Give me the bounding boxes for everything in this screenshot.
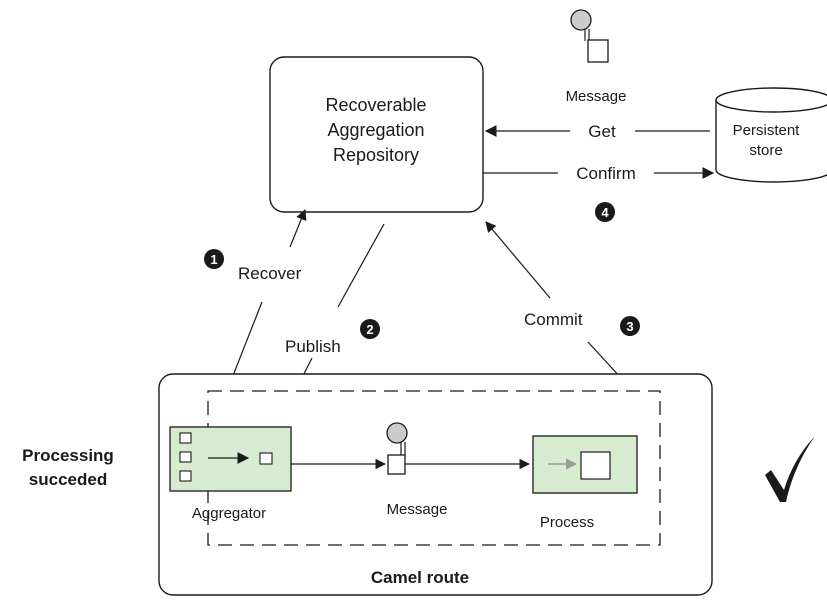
repository-label-line2: Aggregation — [327, 120, 424, 140]
recover-label: Recover — [238, 264, 302, 283]
step-number-2: 2 — [366, 322, 373, 337]
get-arrow: Get — [484, 122, 710, 141]
processing-label-line2: succeded — [29, 470, 107, 489]
get-label: Get — [588, 122, 616, 141]
step-badge-3: 3 — [620, 316, 640, 336]
confirm-arrow: Confirm — [483, 164, 715, 183]
camel-route-container: Camel route — [158, 373, 713, 596]
message-label-top: Message — [566, 88, 627, 105]
checkmark-icon — [765, 436, 815, 502]
envelope-icon — [386, 422, 408, 475]
repository-label-line3: Repository — [333, 145, 419, 165]
step-badge-4: 4 — [595, 202, 615, 222]
process-component: Process — [532, 435, 638, 531]
publish-label: Publish — [285, 337, 341, 356]
aggregator-component: Aggregator — [169, 426, 292, 522]
repository-box: Recoverable Aggregation Repository — [269, 56, 484, 213]
process-label: Process — [540, 514, 594, 531]
commit-arrow: Commit — [485, 221, 634, 392]
store-label-line1: Persistent — [733, 122, 801, 139]
step-number-3: 3 — [626, 319, 633, 334]
store-label-line2: store — [749, 142, 782, 159]
aggregator-label: Aggregator — [192, 505, 266, 522]
step-badge-2: 2 — [360, 319, 380, 339]
message-label-route: Message — [387, 501, 448, 518]
persistent-store-cylinder: Persistent store — [715, 87, 827, 183]
commit-label: Commit — [524, 310, 583, 329]
processing-label-line1: Processing — [22, 446, 114, 465]
confirm-label: Confirm — [576, 164, 636, 183]
step-number-1: 1 — [210, 252, 217, 267]
repository-label-line1: Recoverable — [325, 95, 426, 115]
camel-route-title: Camel route — [371, 568, 469, 587]
step-badge-1: 1 — [204, 249, 224, 269]
step-number-4: 4 — [601, 205, 609, 220]
envelope-icon — [570, 9, 609, 63]
